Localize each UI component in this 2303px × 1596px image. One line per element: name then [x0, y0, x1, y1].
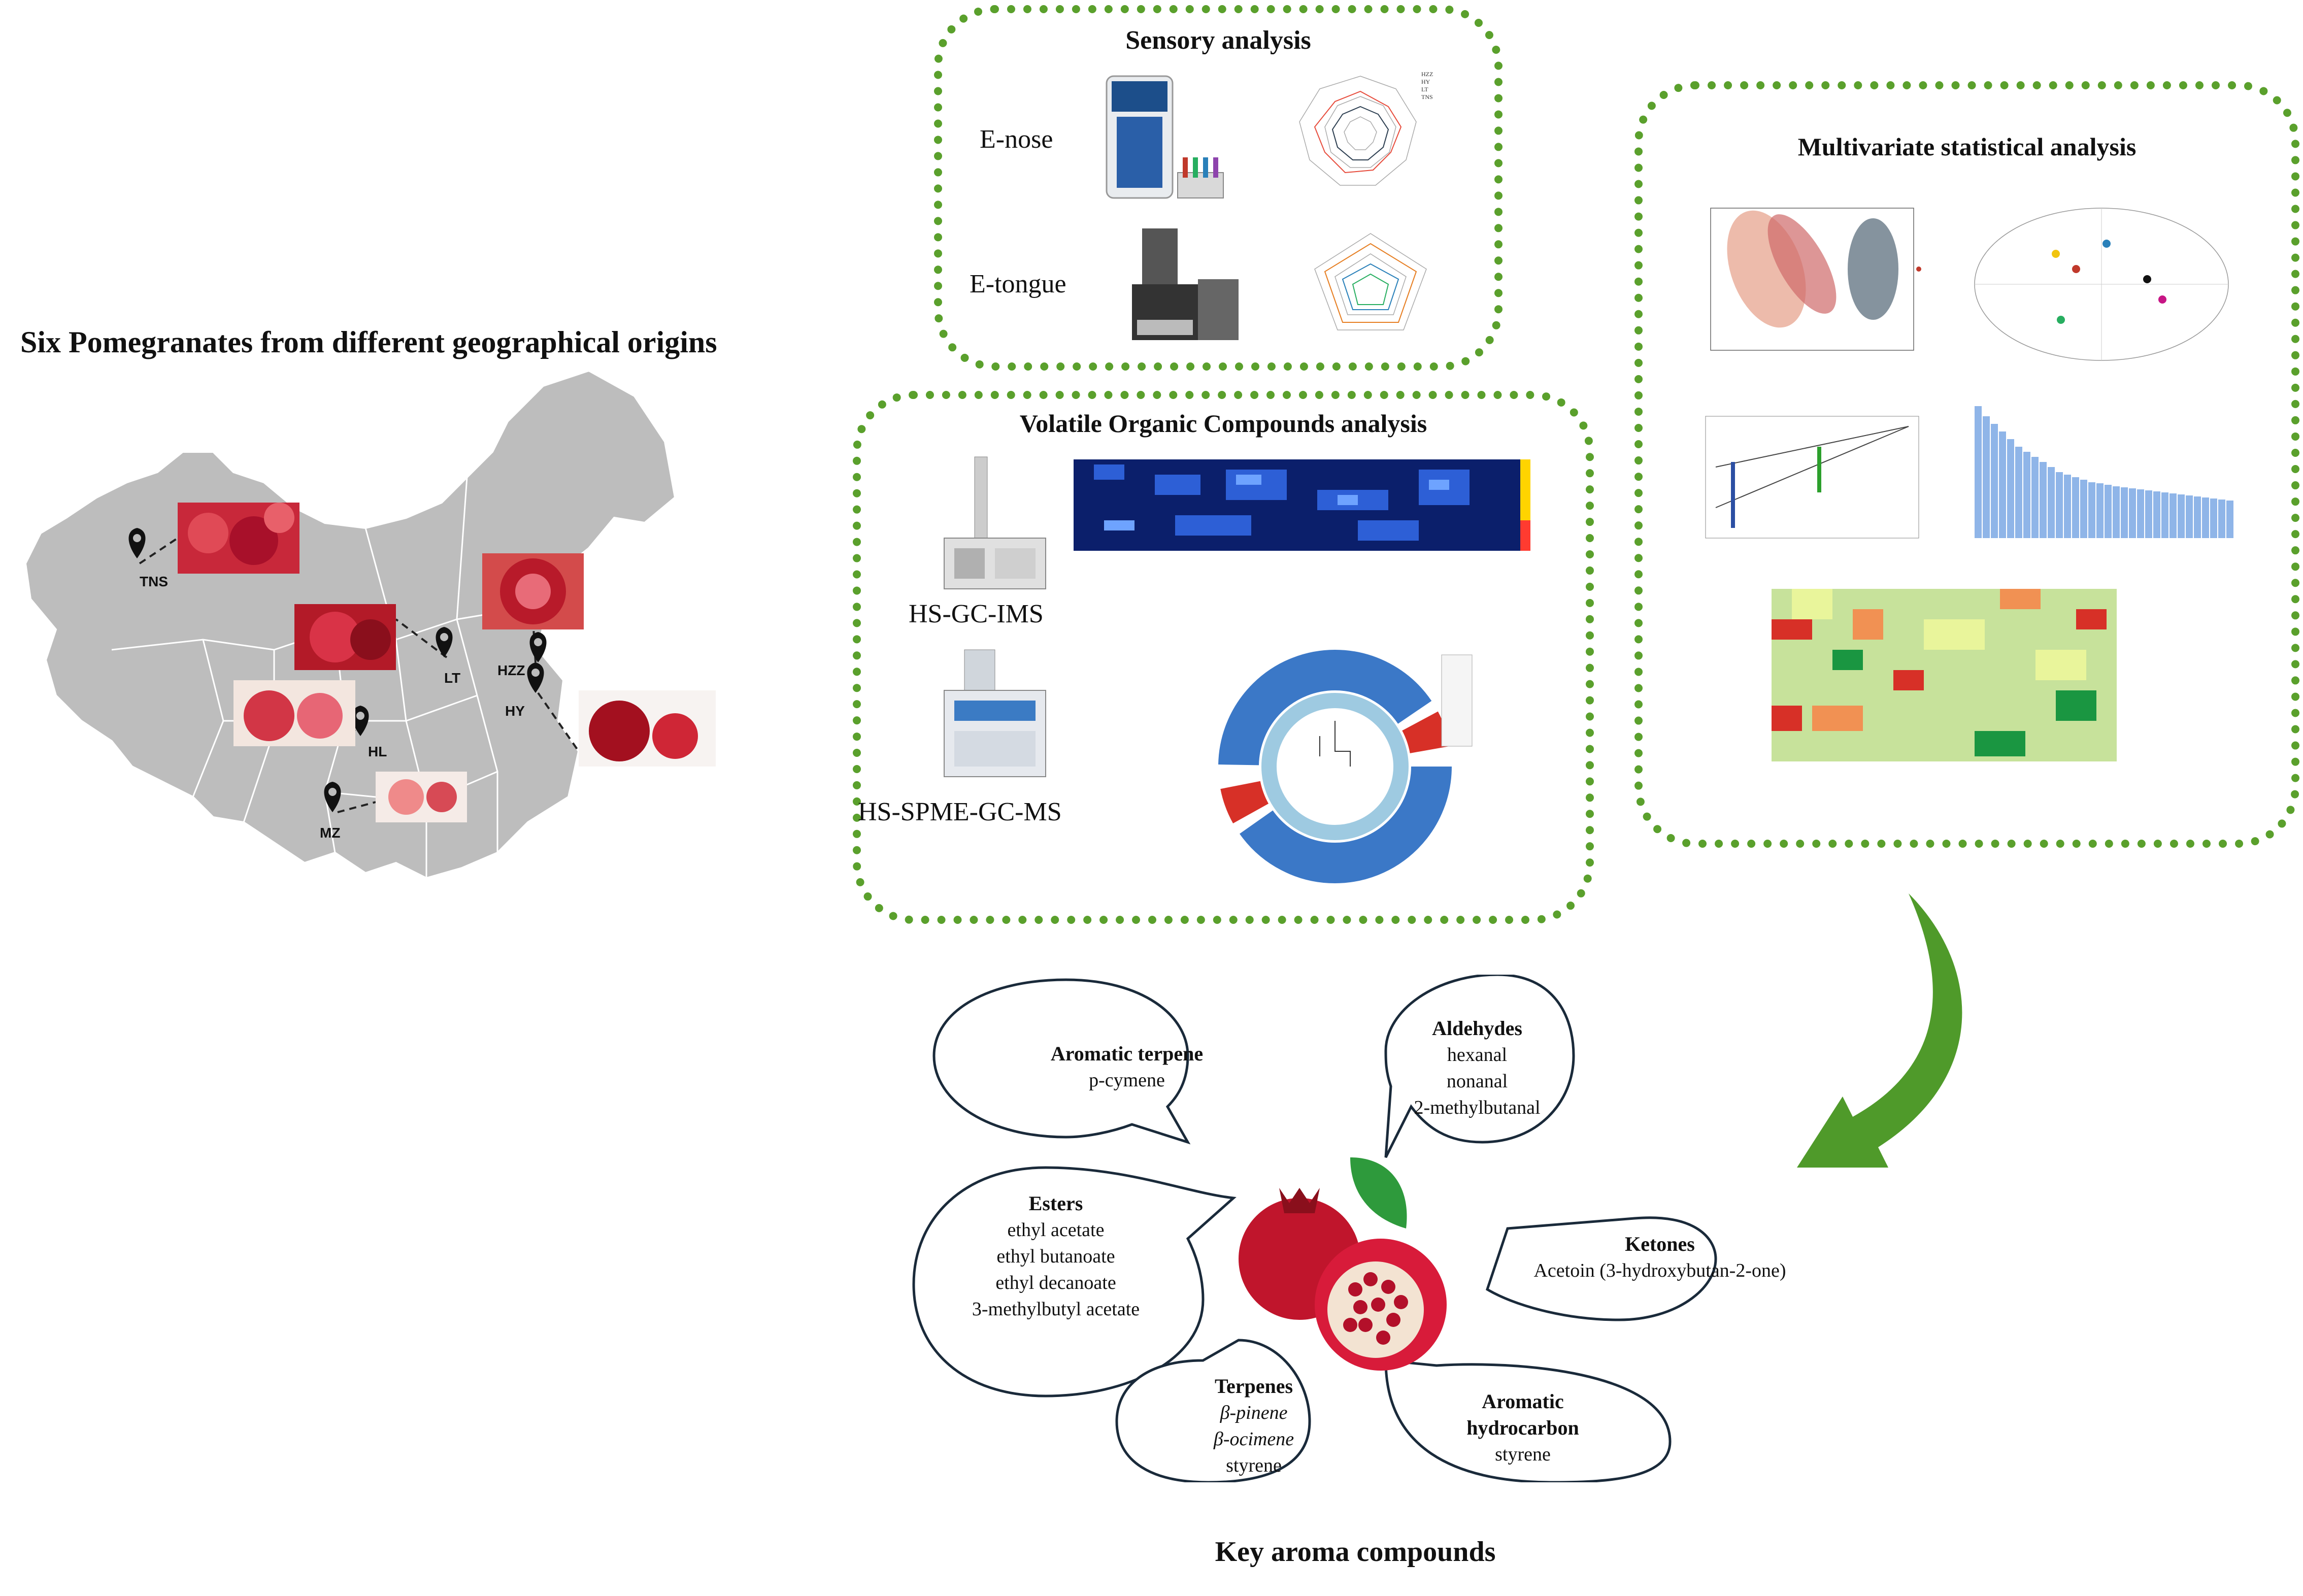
compound: nonanal [1446, 1071, 1508, 1092]
group-name: Aldehydes [1432, 1017, 1522, 1040]
enose-label: E-nose [980, 125, 1053, 154]
pin-hy [527, 662, 544, 693]
voc-circular-heatmap [1218, 650, 1473, 883]
compound: Acetoin (3-hydroxybutan-2-one) [1533, 1260, 1786, 1281]
photo-lt [294, 604, 396, 670]
group-aromatic-terpene: Aromatic terpene p-cymene [1046, 1041, 1208, 1093]
bubble-aromatic-terpene [932, 978, 1191, 1145]
group-name: Esters [1028, 1192, 1083, 1215]
compound: ethyl acetate [1007, 1219, 1105, 1241]
group-esters: Esters ethyl acetate ethyl butanoate eth… [949, 1190, 1162, 1322]
multivariate-analysis-box [1634, 81, 2299, 848]
compound: 2-methylbutanal [1414, 1097, 1541, 1118]
gcims-label: HS-GC-IMS [909, 600, 1044, 628]
bubble-ketones [1485, 1216, 1717, 1321]
svg-text:HY: HY [1421, 78, 1430, 85]
compound: β-ocimene [1213, 1428, 1294, 1450]
pomegranate-photos [178, 503, 716, 822]
key-aroma-title: Key aroma compounds [1215, 1536, 1496, 1568]
voc-title: Volatile Organic Compounds analysis [1019, 409, 1427, 438]
photo-hzz [482, 553, 584, 629]
pomegranate-illustration [1239, 1157, 1447, 1371]
compound: ethyl decanoate [995, 1272, 1116, 1293]
svg-text:LT: LT [1421, 86, 1428, 93]
pin-label-lt: LT [444, 670, 460, 686]
gcms-label: HS-SPME-GC-MS [858, 797, 1062, 826]
oplsda-plot [1974, 208, 2229, 361]
pin-label-hzz: HZZ [497, 662, 525, 678]
pin-label-hl: HL [368, 744, 387, 759]
photo-mz [376, 772, 467, 822]
origins-title: Six Pomegranates from different geograph… [20, 325, 717, 359]
china-map: TNS LT HZZ HY HL MZ [24, 369, 716, 880]
sensory-analysis-box [934, 5, 1503, 371]
voc-analysis-box [853, 391, 1594, 924]
gcms-instrument [944, 649, 1046, 777]
aroma-bubbles [912, 975, 1717, 1482]
gcims-instrument [944, 456, 1046, 589]
pin-label-tns: TNS [140, 574, 168, 589]
voc-heatmap [1074, 459, 1530, 551]
curved-arrow [1797, 893, 1962, 1168]
multivariate-title: Multivariate statistical analysis [1797, 132, 2137, 161]
group-name: Terpenes [1214, 1375, 1293, 1398]
group-terpenes: Terpenes β-pinene β-ocimene styrene [1167, 1373, 1340, 1479]
pin-label-hy: HY [505, 703, 525, 719]
pin-lt [436, 627, 453, 657]
photo-tns [178, 503, 299, 574]
etongue-label: E-tongue [970, 270, 1066, 298]
pin-hl [352, 706, 369, 736]
etongue-device [1132, 228, 1239, 340]
photo-hy [579, 690, 716, 767]
group-ketones: Ketones Acetoin (3-hydroxybutan-2-one) [1518, 1231, 1802, 1284]
enose-device [1106, 75, 1224, 199]
compound: styrene [1226, 1455, 1282, 1476]
compound: styrene [1495, 1444, 1551, 1465]
permutation-plot [1705, 416, 1919, 539]
compound: hexanal [1447, 1044, 1508, 1066]
group-aldehydes: Aldehydes hexanal nonanal 2-methylbutana… [1401, 1015, 1553, 1121]
pin-tns [128, 528, 146, 558]
bubble-esters [912, 1166, 1237, 1398]
group-name: Ketones [1625, 1233, 1695, 1255]
compound: β-pinene [1220, 1402, 1288, 1423]
group-name: Aromatic terpene [1050, 1042, 1204, 1065]
sensory-title: Sensory analysis [1125, 26, 1311, 55]
pin-mz [324, 782, 341, 812]
pin-label-mz: MZ [320, 825, 340, 841]
bubble-aldehydes [1384, 975, 1575, 1158]
compound: ethyl butanoate [996, 1246, 1115, 1267]
group-aromatic-hydrocarbon: Aromatic hydrocarbon styrene [1421, 1388, 1624, 1468]
photo-hl [233, 680, 355, 746]
multivariate-heatmap [1772, 589, 2117, 761]
group-name: Aromatic hydrocarbon [1466, 1390, 1579, 1439]
location-pins [128, 528, 547, 812]
svg-text:TNS: TNS [1421, 93, 1433, 101]
svg-text:HZZ: HZZ [1421, 71, 1433, 78]
bubble-aromatic-hydrocarbon [1384, 1359, 1672, 1482]
etongue-radar-chart [1314, 233, 1427, 330]
compound: p-cymene [1089, 1070, 1165, 1091]
pca-plot [1710, 208, 1921, 351]
vip-bar-chart [1975, 406, 2233, 538]
compound: 3-methylbutyl acetate [972, 1299, 1140, 1320]
pin-hzz [529, 632, 547, 662]
